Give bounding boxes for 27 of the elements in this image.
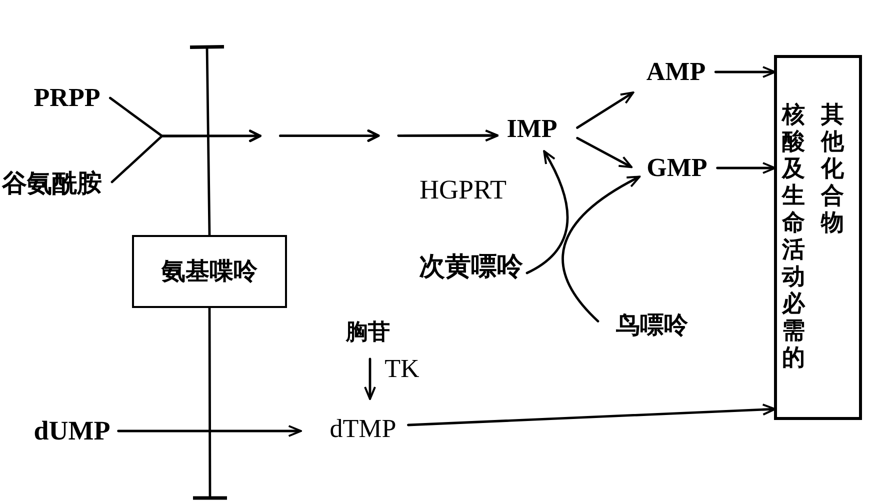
arrow: [364, 358, 376, 400]
node-label: GMP: [646, 155, 708, 181]
node-label: 胸苷: [346, 321, 390, 343]
arrow: [117, 425, 302, 437]
node-label: 谷氨酰胺: [2, 172, 102, 196]
process-box: [774, 55, 862, 420]
node-label: dTMP: [330, 416, 396, 442]
inhibition-line: [188, 45, 226, 236]
node-label: dUMP: [34, 418, 110, 444]
node-label: PRPP: [34, 85, 100, 111]
node-label: 鸟嘌呤: [616, 314, 688, 338]
text-label: HGPRT: [420, 176, 506, 204]
arrow: [576, 91, 634, 129]
node-label: IMP: [506, 116, 558, 142]
node-label: 次黄嘌呤: [419, 254, 523, 280]
arrow: [576, 136, 633, 168]
arrow: [110, 130, 499, 184]
arrow: [407, 404, 776, 426]
process-box: [132, 235, 287, 308]
inhibition-line: [191, 306, 229, 500]
curved-arrow: [526, 150, 569, 274]
node-text: 氨基喋呤: [162, 260, 258, 284]
arrow: [714, 66, 776, 78]
arrow: [716, 162, 776, 174]
node-text: 核酸及生命活动必需的其他化合物: [781, 101, 845, 372]
node-label: AMP: [646, 59, 706, 85]
curved-arrow: [562, 176, 641, 322]
